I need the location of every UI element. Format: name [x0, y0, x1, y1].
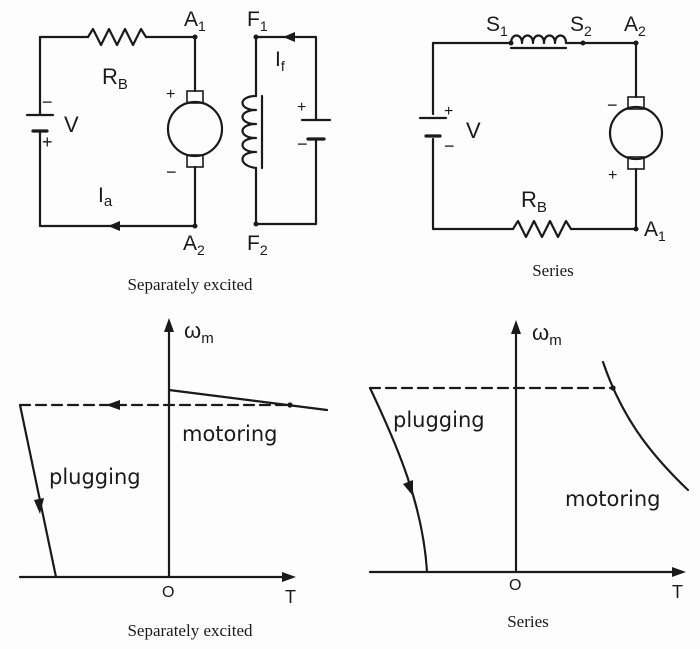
series-field-coil	[509, 34, 568, 45]
g1-motoring-line	[167, 388, 329, 412]
caption-series-graph: Series	[507, 612, 549, 631]
series-battery-v	[418, 116, 448, 138]
g1-origin-label: O	[162, 584, 174, 601]
battery-v-minus: −	[42, 92, 53, 112]
g1-region-motoring: motoring	[182, 422, 278, 446]
node-a1	[192, 34, 198, 40]
label-series-a2: A2	[624, 13, 646, 39]
resistor-rb	[86, 27, 148, 47]
g2-region-motoring: motoring	[565, 487, 661, 511]
g2-x-label: T	[672, 582, 683, 602]
g2-y-axis-arrow-icon	[511, 320, 521, 334]
g1-x-label: T	[285, 587, 296, 607]
g2-motoring-curve	[601, 360, 690, 492]
ia-arrow-icon	[108, 221, 120, 231]
label-f2: F2	[247, 232, 268, 258]
series-motor-plus: +	[608, 167, 617, 184]
field-wire-bottom	[254, 137, 318, 226]
if-arrow-icon	[283, 32, 295, 42]
label-s1: S1	[486, 13, 508, 39]
circuit-series: S1 S2 A2 A1 RB V + − − + Series	[418, 13, 666, 280]
field-wire-top	[254, 35, 318, 122]
label-s2: S2	[570, 13, 592, 39]
g1-y-label: ωm	[184, 318, 214, 347]
node-f1	[253, 34, 259, 40]
g1-operating-point	[287, 402, 293, 408]
g1-plugging-line	[18, 403, 58, 579]
series-battery-minus: −	[444, 136, 455, 156]
graph-separately-excited: ωm T O motoring plugging Separately exci…	[18, 318, 329, 640]
node-s2	[580, 40, 586, 46]
motor-armature-icon	[166, 90, 224, 168]
battery-field	[300, 118, 332, 141]
battery-v-plus: +	[42, 132, 53, 152]
node-series-a2	[633, 40, 639, 46]
node-series-a1	[633, 226, 639, 232]
motor-plus: +	[166, 86, 175, 103]
g1-transition-arrow-icon	[106, 400, 120, 410]
node-a2	[192, 223, 198, 229]
g2-plugging-curve	[368, 386, 429, 574]
label-ia: Ia	[98, 184, 113, 210]
motor-minus: −	[166, 162, 177, 182]
series-motor-icon	[608, 96, 664, 170]
label-a1: A1	[184, 8, 206, 34]
node-f2	[253, 221, 259, 227]
armature-wire-bottom	[38, 130, 197, 228]
series-wire-top-right	[564, 41, 638, 99]
graph-series: ωm T O motoring plugging Series	[368, 320, 690, 631]
caption-series-circuit: Series	[532, 261, 574, 280]
g2-origin-label: O	[509, 577, 521, 594]
g2-region-plugging: plugging	[393, 408, 485, 432]
g1-plugging-arrow-icon	[34, 498, 44, 514]
label-series-v: V	[466, 118, 481, 143]
g1-y-axis-arrow-icon	[164, 318, 174, 332]
series-battery-plus: +	[444, 103, 453, 120]
g1-region-plugging: plugging	[49, 465, 141, 489]
field-battery-minus: −	[297, 134, 308, 154]
label-series-rb: RB	[521, 187, 547, 216]
field-battery-plus: +	[297, 99, 306, 116]
series-wire-bottom-left	[431, 137, 515, 231]
g2-operating-point	[610, 385, 616, 391]
label-v: V	[64, 112, 79, 137]
series-motor-minus: −	[607, 95, 618, 115]
caption-separately-excited-graph: Separately excited	[127, 621, 253, 640]
caption-separately-excited-circuit: Separately excited	[127, 275, 253, 294]
node-s1	[508, 40, 514, 46]
series-resistor-rb	[511, 219, 573, 239]
g2-x-axis-arrow-icon	[672, 567, 686, 577]
g2-plugging-arrow-icon	[403, 480, 413, 496]
label-a2: A2	[183, 232, 205, 258]
label-series-a1: A1	[644, 218, 666, 244]
circuit-separately-excited: RB A1 A2 F1 F2 If Ia V − + + − + − Separ…	[25, 8, 332, 294]
g2-y-label: ωm	[532, 320, 562, 349]
label-if: If	[275, 48, 285, 74]
field-coil	[241, 94, 258, 170]
armature-wire-top-right	[144, 35, 197, 93]
label-rb: RB	[102, 64, 128, 93]
label-f1: F1	[247, 8, 268, 34]
battery-v	[25, 113, 55, 133]
g1-x-axis-arrow-icon	[282, 572, 296, 582]
